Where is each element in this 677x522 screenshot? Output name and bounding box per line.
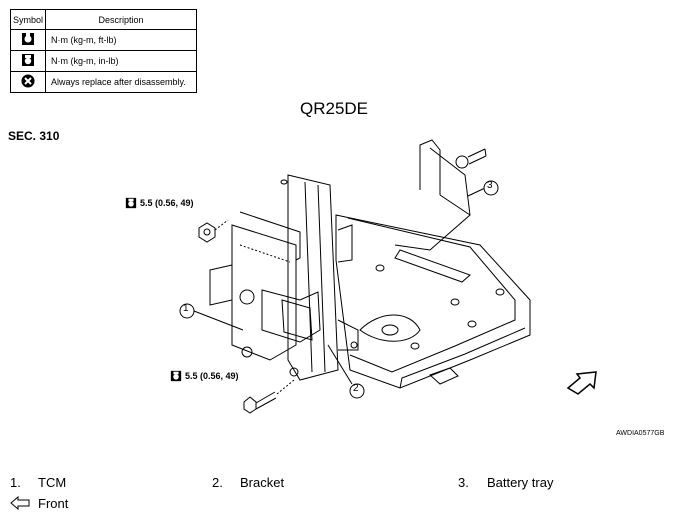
torque-label-lower: 5.5 (0.56, 49) (170, 370, 239, 382)
bolt-battery-tray (455, 148, 487, 169)
part-2-number: 2. (212, 475, 223, 490)
callout-3-circle (483, 180, 499, 196)
callout-2: 2 (353, 383, 359, 394)
torque-in-lb-icon (125, 197, 137, 209)
part-1-number: 1. (10, 475, 21, 490)
callout-1: 1 (183, 303, 189, 314)
section-number: SEC. 310 (8, 129, 60, 143)
callout-3: 3 (487, 180, 493, 191)
torque-value: 5.5 (0.56, 49) (185, 371, 239, 381)
torque-value: 5.5 (0.56, 49) (140, 198, 194, 208)
part-3-number: 3. (458, 475, 469, 490)
engine-code: QR25DE (300, 99, 369, 118)
callout-3-leader (467, 187, 486, 197)
part-2-name: Bracket (240, 475, 285, 490)
front-key-arrow-icon (10, 495, 30, 511)
callout-1-leader (193, 310, 244, 331)
tcm-module (209, 211, 321, 377)
part-1-name: TCM (38, 475, 67, 490)
torque-in-lb-icon (22, 54, 34, 66)
callout-2-circle (349, 383, 365, 399)
figure-id: AWDIA0577GB (616, 430, 665, 437)
nut-upper (198, 219, 229, 243)
part-3-name: Battery tray (487, 475, 554, 490)
front-label: Front (38, 496, 69, 511)
always-replace-icon (21, 74, 35, 88)
torque-label-upper: 5.5 (0.56, 49) (125, 197, 194, 209)
callout-1-circle (179, 303, 195, 319)
bracket (280, 174, 359, 381)
torque-ft-lb-icon (22, 33, 34, 45)
legend-row-description: Always replace after disassembly. (45, 71, 197, 93)
front-arrow-icon (566, 371, 597, 395)
symbol-legend-table: Symbol Description N·m (kg-m, ft-lb) N·m… (10, 9, 197, 93)
battery-tray (335, 139, 531, 389)
torque-in-lb-icon (170, 370, 182, 382)
callout-2-leader (327, 344, 353, 385)
bolt-lower (243, 379, 295, 414)
